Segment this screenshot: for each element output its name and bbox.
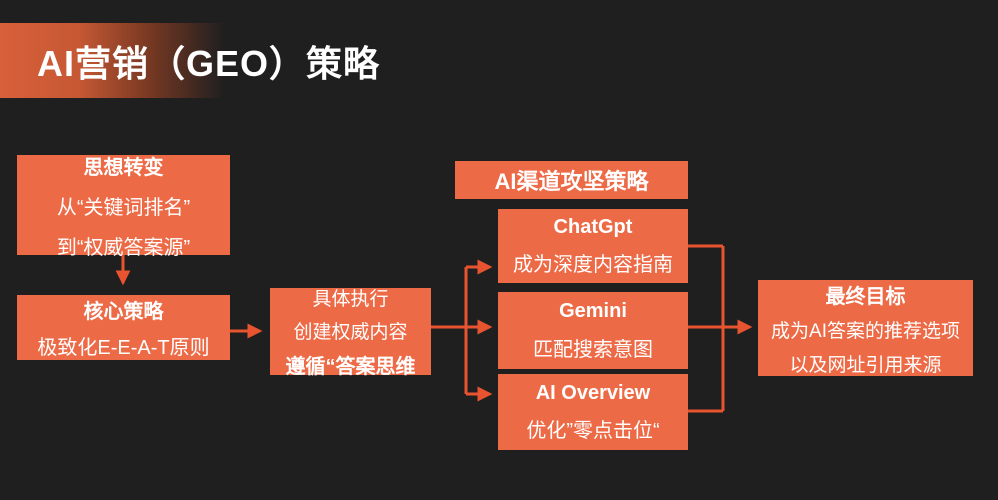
ai-overview-box: AI Overview 优化”零点击位“ [498,374,688,450]
gemini-box: Gemini 匹配搜索意图 [498,292,688,369]
mindset-shift-line1: 从“关键词排名” [56,196,191,219]
execution-line3: 遵循“答案思维 [285,356,416,378]
title-banner: AI营销（GEO）策略 [0,23,560,98]
execution-line1: 具体执行 [312,289,389,310]
final-goal-box: 最终目标 成为AI答案的推荐选项 以及网址引用来源 [758,280,973,376]
chatgpt-title: ChatGpt [553,215,633,238]
page-title: AI营销（GEO）策略 [37,42,381,84]
mindset-shift-title: 思想转变 [83,156,164,179]
core-strategy-line1: 极致化E-E-A-T原则 [37,337,210,359]
final-goal-line1: 成为AI答案的推荐选项 [771,320,960,342]
gemini-title: Gemini [559,299,627,322]
execution-line2: 创建权威内容 [293,322,408,343]
core-strategy-box: 核心策略 极致化E-E-A-T原则 [17,295,230,360]
ai-overview-line1: 优化”零点击位“ [526,419,660,442]
mindset-shift-line2: 到“权威答案源” [56,236,191,259]
mindset-shift-box: 思想转变 从“关键词排名” 到“权威答案源” [17,155,230,259]
core-strategy-title: 核心策略 [83,301,164,323]
chatgpt-box: ChatGpt 成为深度内容指南 [498,209,688,283]
final-goal-line2: 以及网址引用来源 [789,354,942,376]
channel-strategy-header: AI渠道攻坚策略 [455,161,688,199]
chatgpt-line1: 成为深度内容指南 [513,253,673,276]
ai-overview-title: AI Overview [535,381,651,404]
channel-strategy-header-text: AI渠道攻坚策略 [494,169,649,194]
final-goal-title: 最终目标 [825,285,906,308]
gemini-line1: 匹配搜索意图 [533,338,653,361]
execution-box: 具体执行 创建权威内容 遵循“答案思维 [270,288,431,378]
